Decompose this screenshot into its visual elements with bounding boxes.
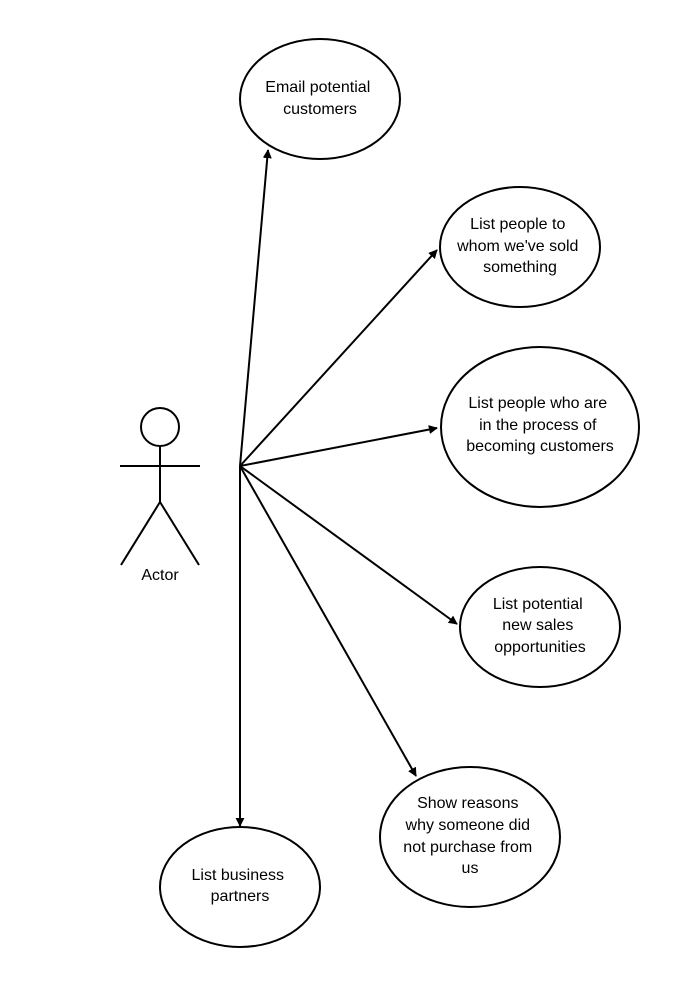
svg-text:Email potential customer: Email potential customers bbox=[265, 79, 374, 118]
use-case-text-line: Show reasons bbox=[417, 795, 518, 812]
arrow-email-potential-customers bbox=[239, 149, 272, 467]
use-case-text-line: not purchase from bbox=[403, 839, 532, 856]
svg-text:Show reasons why someone: Show reasons why someone did not purchas… bbox=[403, 795, 536, 877]
use-case-text-line: Email potential bbox=[265, 79, 370, 96]
actor: Actor bbox=[120, 407, 200, 584]
use-case-ellipse bbox=[159, 826, 321, 948]
use-case-text-line: becoming customers bbox=[466, 438, 614, 455]
use-case-text-line: in the process of bbox=[479, 417, 597, 434]
arrow-list-people-becoming-customers bbox=[239, 425, 438, 467]
use-case-text-line: List people to bbox=[470, 216, 565, 233]
use-case-list-business-partners: List business partners bbox=[159, 826, 321, 948]
use-case-list-people-becoming-customers: List people who are in the process of be… bbox=[440, 346, 640, 508]
actor-head bbox=[140, 407, 180, 447]
use-case-ellipse bbox=[239, 38, 401, 160]
use-case-text-line: List potential bbox=[493, 596, 583, 613]
use-case-text-line: why someone did bbox=[405, 817, 531, 834]
use-case-text-line: partners bbox=[211, 888, 270, 905]
use-case-text-line: customers bbox=[283, 101, 357, 118]
use-case-email-potential-customers: Email potential customers bbox=[239, 38, 401, 160]
use-case-text-line: List business bbox=[192, 867, 285, 884]
use-case-text-line: new sales bbox=[502, 617, 573, 634]
use-case-text-line: List people who are bbox=[468, 395, 607, 412]
svg-text:List people who are in t: List people who are in the process of be… bbox=[466, 395, 614, 455]
actor-left-leg bbox=[120, 501, 161, 566]
use-case-ellipse bbox=[459, 566, 621, 688]
use-case-show-reasons-no-purchase: Show reasons why someone did not purchas… bbox=[379, 766, 561, 908]
actor-label: Actor bbox=[141, 567, 179, 584]
svg-text:List people to whom we'v: List people to whom we've sold something bbox=[456, 216, 583, 276]
actor-right-leg bbox=[159, 501, 200, 566]
associations bbox=[235, 149, 458, 827]
use-case-ellipse bbox=[439, 186, 601, 308]
use-case-text-line: opportunities bbox=[494, 639, 586, 656]
arrow-list-potential-sales bbox=[239, 465, 458, 625]
use-case-text-line: us bbox=[462, 860, 479, 877]
use-case-list-potential-sales: List potential new sales opportunities bbox=[459, 566, 621, 688]
arrow-list-people-sold bbox=[239, 249, 438, 467]
use-case-list-people-sold: List people to whom we've sold something bbox=[439, 186, 601, 308]
use-case-ellipse bbox=[440, 346, 640, 508]
svg-text:List business partners: List business partners bbox=[192, 867, 289, 905]
arrow-show-reasons-no-purchase bbox=[239, 465, 417, 777]
use-case-ellipse bbox=[379, 766, 561, 908]
use-case-text-line: whom we've sold bbox=[456, 238, 578, 255]
use-case-text-line: something bbox=[483, 259, 557, 276]
svg-text:List potential new sales: List potential new sales opportunities bbox=[493, 596, 587, 656]
